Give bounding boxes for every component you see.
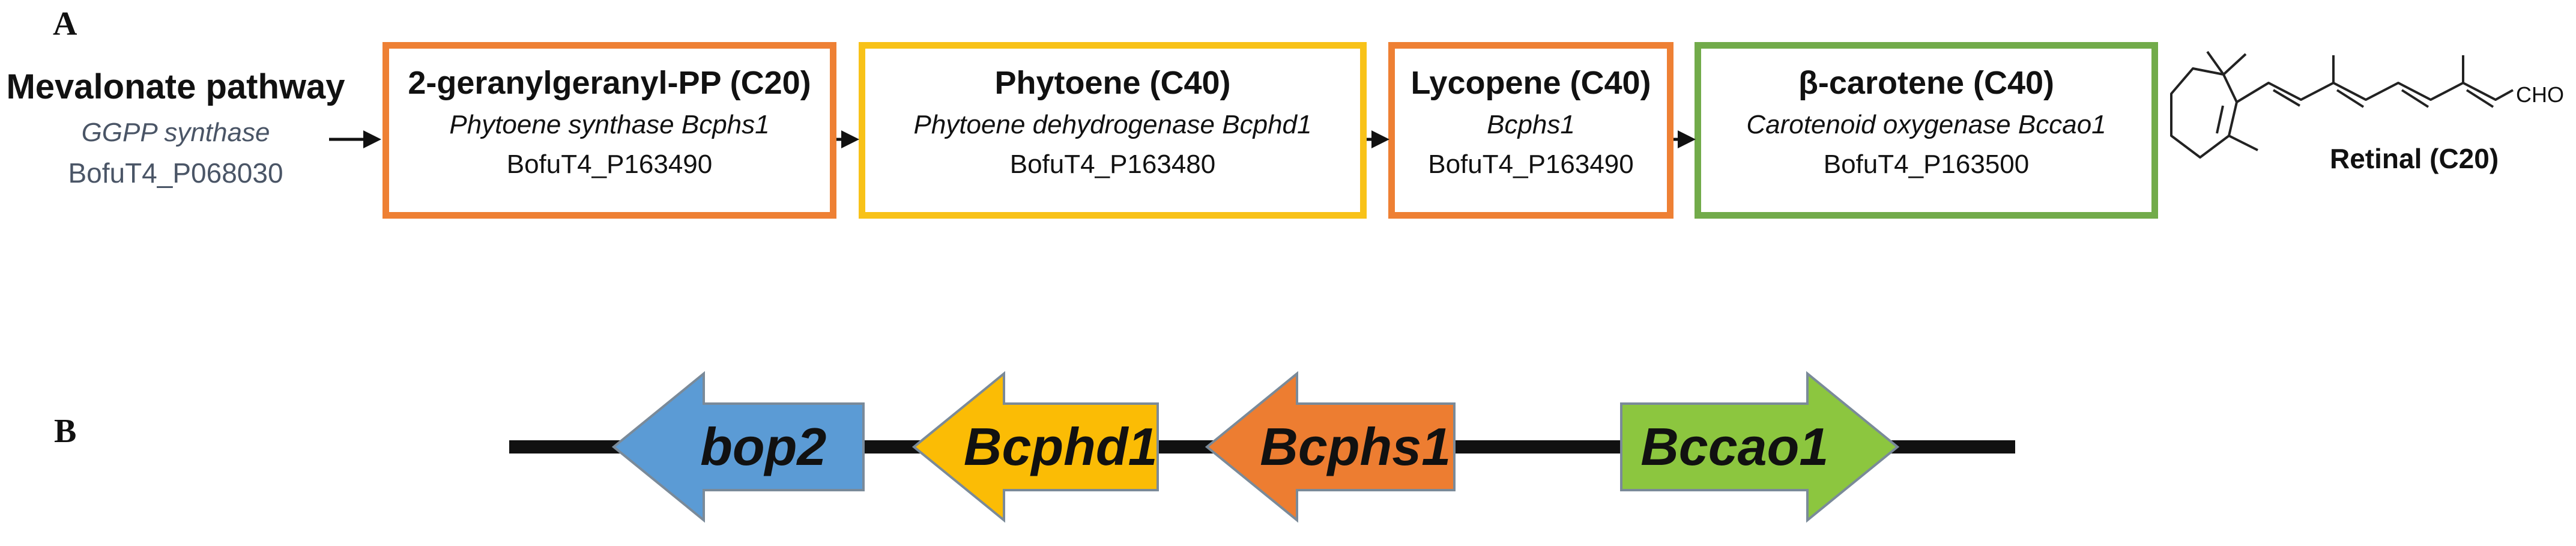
precursor-block: Mevalonate pathway GGPP synthase BofuT4_…	[0, 62, 351, 192]
step-locus: BofuT4_P163490	[1428, 150, 1634, 179]
step-locus: BofuT4_P163490	[506, 150, 713, 179]
step-enzyme: Phytoene dehydrogenase Bcphd1	[913, 110, 1312, 139]
step-locus: BofuT4_P163480	[1009, 150, 1216, 179]
step-enzyme: Bcphs1	[1487, 110, 1575, 139]
panel-label-a: A	[53, 5, 77, 43]
step-title: Phytoene (C40)	[994, 65, 1231, 101]
step-enzyme: Phytoene synthase Bcphs1	[449, 110, 770, 139]
gene-label-bop2: bop2	[700, 417, 826, 476]
pathway-step-beta-carotene: β-carotene (C40) Carotenoid oxygenase Bc…	[1695, 42, 2158, 219]
precursor-locus: BofuT4_P068030	[68, 157, 283, 189]
gene-label-bcphd1: Bcphd1	[964, 417, 1158, 476]
product-name: Retinal (C20)	[2330, 143, 2499, 174]
gene-arrow-bcphs1	[1205, 371, 1456, 523]
precursor-enzyme: GGPP synthase	[81, 118, 270, 147]
pathway-step-ggpp: 2-geranylgeranyl-PP (C20) Phytoene synth…	[382, 42, 836, 219]
gene-arrow-bop2	[611, 371, 865, 523]
panel-label-b: B	[54, 413, 77, 450]
pathway-step-phytoene: Phytoene (C40) Phytoene dehydrogenase Bc…	[859, 42, 1367, 219]
step-title: Lycopene (C40)	[1410, 65, 1651, 101]
precursor-title: Mevalonate pathway	[6, 67, 345, 106]
gene-label-bccao1: Bccao1	[1640, 417, 1828, 476]
step-title: β-carotene (C40)	[1798, 65, 2055, 101]
gene-label-bcphs1: Bcphs1	[1260, 417, 1451, 476]
gene-arrow-bcphd1	[912, 371, 1159, 523]
aldehyde-group-label: CHO	[2516, 82, 2564, 107]
step-title: 2-geranylgeranyl-PP (C20)	[408, 65, 811, 101]
pathway-step-lycopene: Lycopene (C40) Bcphs1 BofuT4_P163490	[1388, 42, 1673, 219]
gene-arrow-bccao1	[1620, 371, 1900, 523]
step-locus: BofuT4_P163500	[1823, 150, 2030, 179]
step-enzyme: Carotenoid oxygenase Bccao1	[1746, 110, 2106, 139]
